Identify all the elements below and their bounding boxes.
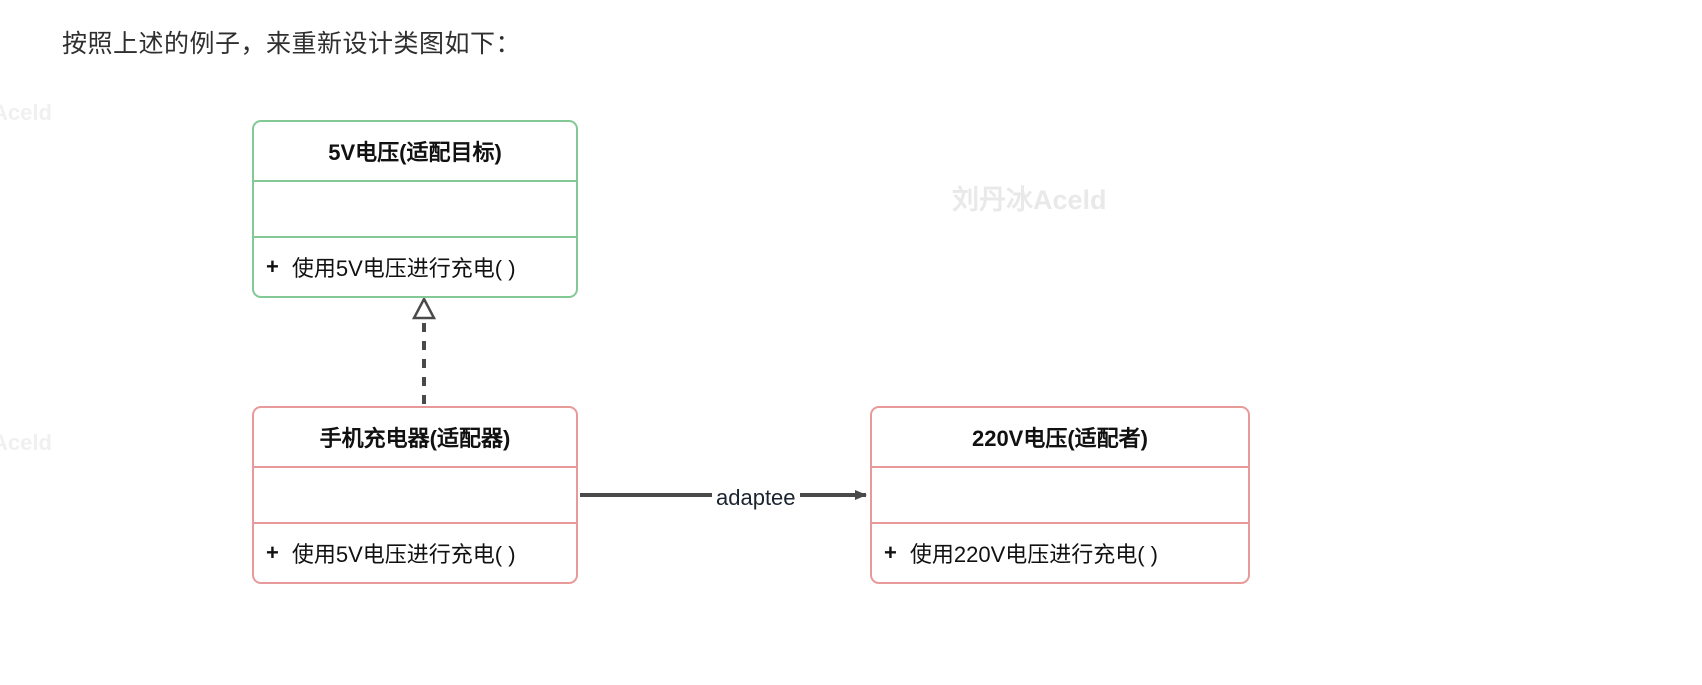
uml-class-target-title: 5V电压(适配目标) [328,140,502,165]
relation-realization [411,296,437,404]
watermark-center: 刘丹冰Aceld [952,185,1107,215]
uml-class-adaptee[interactable]: 220V电压(适配者) + 使用220V电压进行充电( ) [870,406,1250,584]
uml-class-adaptee-methods: + 使用220V电压进行充电( ) [872,524,1248,582]
hollow-triangle-arrowhead [411,296,437,320]
visibility-plus-icon: + [884,540,897,565]
watermark-left-top: Aceld [0,100,52,125]
watermark-left-bottom: Aceld [0,430,52,455]
uml-class-adapter-methods: + 使用5V电压进行充电( ) [254,524,576,582]
visibility-plus-icon: + [266,540,279,565]
uml-class-adapter-method-label: 使用5V电压进行充电( ) [291,542,516,567]
uml-class-adapter[interactable]: 手机充电器(适配器) + 使用5V电压进行充电( ) [252,406,578,584]
uml-class-adaptee-title: 220V电压(适配者) [971,426,1149,451]
uml-class-adapter-title: 手机充电器(适配器) [319,426,511,451]
relation-label-adaptee: adaptee [712,485,800,511]
uml-class-target-method-label: 使用5V电压进行充电( ) [291,256,516,281]
uml-class-adaptee-method-label: 使用220V电压进行充电( ) [909,542,1159,567]
page-title: 按照上述的例子，来重新设计类图如下： [62,30,522,58]
uml-class-adaptee-attributes [872,466,1248,524]
uml-class-target[interactable]: 5V电压(适配目标) + 使用5V电压进行充电( ) [252,120,578,298]
uml-class-target-attributes [254,180,576,238]
visibility-plus-icon: + [266,254,279,279]
uml-class-adapter-attributes [254,466,576,524]
uml-class-target-methods: + 使用5V电压进行充电( ) [254,238,576,296]
